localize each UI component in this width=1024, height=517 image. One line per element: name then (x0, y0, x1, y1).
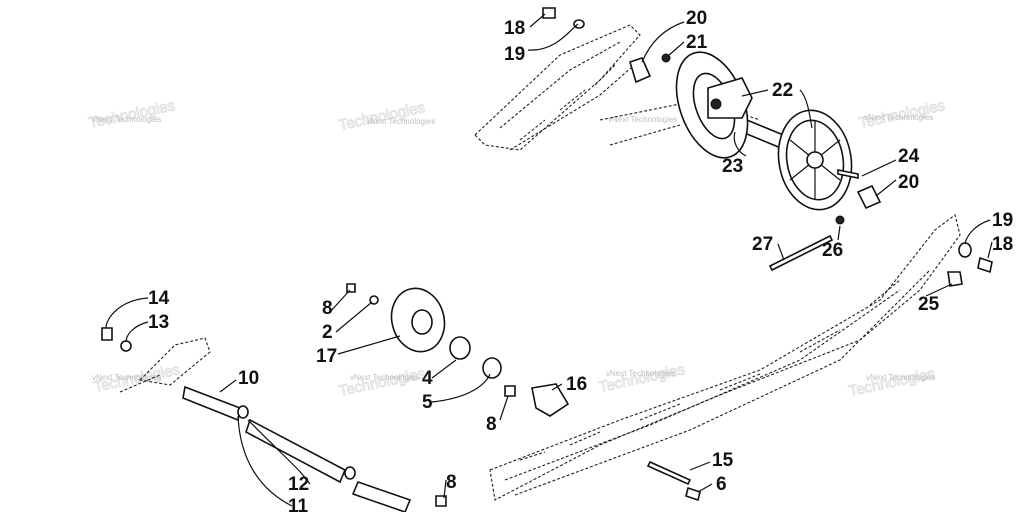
watermark-2: vNext Technologies (366, 117, 435, 126)
callouts: 18 19 20 21 22 23 24 20 19 18 27 26 25 1… (148, 8, 1013, 517)
idler-hub (411, 309, 433, 335)
callout-11: 11 (288, 496, 309, 512)
bearing-cap-20a (629, 57, 652, 84)
watermark-1: vNext Technologies (92, 115, 161, 124)
spacer-12 (245, 418, 347, 484)
spacer-lower (351, 480, 412, 514)
callout-10: 10 (238, 368, 259, 389)
bearing-4 (449, 336, 471, 360)
callout-24: 24 (898, 146, 920, 167)
nut-26 (835, 215, 845, 225)
right-wheel (777, 109, 853, 211)
snap-ring-5 (482, 357, 502, 379)
leader-lines (105, 13, 993, 507)
callout-18-top: 18 (504, 18, 525, 39)
callout-13: 13 (148, 312, 169, 333)
callout-15: 15 (712, 450, 734, 471)
callout-19-right: 19 (992, 210, 1013, 231)
washer-13 (120, 340, 132, 352)
idler-wheel-assembly (346, 283, 701, 507)
left-wheel (675, 51, 753, 159)
watermark-7: vNext Technologies (606, 369, 675, 378)
bolt-18a (542, 7, 556, 19)
watermark-8: vNext Technologies (866, 373, 935, 382)
callout-27: 27 (752, 234, 773, 255)
watermark-4: vNext Technologies (864, 113, 933, 122)
callout-4: 4 (422, 368, 433, 389)
callout-8-mid: 8 (486, 414, 497, 435)
upper-left-rail (474, 24, 641, 151)
callout-25: 25 (918, 294, 940, 315)
nut-25 (947, 271, 963, 287)
callout-12: 12 (288, 474, 309, 495)
lower-rail (489, 214, 961, 501)
callout-19-top: 19 (504, 44, 525, 65)
hardware-upper (542, 7, 993, 287)
ring-11b (344, 466, 356, 480)
bolt-27 (768, 234, 834, 272)
nut-8c (435, 495, 447, 507)
spacer-tubes (101, 327, 412, 514)
drive-wheel-assembly (629, 51, 882, 211)
callout-2: 2 (322, 322, 333, 343)
nut-8a (346, 283, 356, 293)
screw-24 (837, 169, 859, 179)
watermark-3: vNext Technologies (608, 115, 677, 124)
nut-14 (101, 327, 113, 341)
callout-26: 26 (822, 240, 843, 261)
svg-text:Technologies: Technologies (337, 365, 426, 400)
callout-8-left: 8 (322, 298, 333, 319)
bolt-15 (646, 460, 692, 486)
callout-8-bottom: 8 (446, 472, 457, 493)
lower-left-rail (119, 337, 211, 393)
callout-16: 16 (566, 374, 587, 395)
callout-5: 5 (422, 392, 433, 413)
bolt-6 (685, 486, 701, 502)
callout-20-top: 20 (686, 8, 707, 29)
spacer-10 (182, 385, 241, 422)
ring-11a (237, 405, 249, 419)
nut-8b (504, 385, 516, 397)
callout-22: 22 (772, 80, 793, 101)
callout-20-right: 20 (898, 172, 919, 193)
watermark-6: vNext Technologies (350, 373, 419, 382)
svg-text:Technologies: Technologies (597, 361, 686, 396)
callout-21: 21 (686, 32, 708, 53)
callout-14: 14 (148, 288, 170, 309)
bearing-cap-20b (856, 184, 882, 210)
callout-6: 6 (716, 474, 727, 495)
axle-bracket-16 (531, 383, 570, 417)
watermark-5: vNext Technologies (92, 373, 161, 382)
washer-19b (958, 242, 972, 258)
bolt-18b (977, 256, 993, 274)
callout-17: 17 (316, 346, 337, 367)
callout-18-right: 18 (992, 234, 1013, 255)
svg-text:Technologies: Technologies (847, 365, 936, 400)
callout-23: 23 (722, 156, 743, 177)
